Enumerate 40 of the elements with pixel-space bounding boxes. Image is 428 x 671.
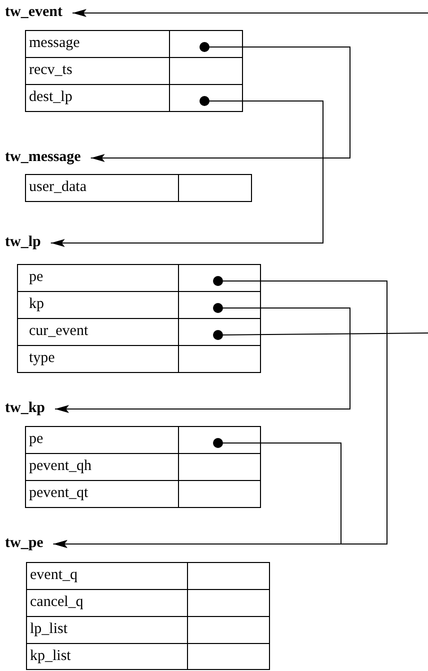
field-name: message (29, 35, 80, 51)
field-row (25, 57, 243, 85)
field-name: pevent_qt (29, 485, 88, 501)
struct-name: tw_message (5, 149, 81, 165)
field-name: kp_list (30, 648, 71, 664)
struct-name: tw_lp (5, 234, 41, 250)
struct-name: tw_event (5, 4, 62, 20)
pointer-arrow (50, 96, 324, 247)
field-row (17, 264, 261, 292)
field-row (25, 426, 261, 454)
field-row (17, 318, 261, 346)
field-row (26, 616, 270, 644)
field-name: pe (29, 431, 44, 447)
field-row (25, 174, 252, 202)
field-row (26, 643, 270, 670)
field-name: cur_event (29, 323, 88, 339)
field-row (26, 589, 270, 617)
field-name: recv_ts (29, 62, 72, 78)
field-name: pevent_qh (29, 458, 92, 474)
field-row (17, 345, 261, 373)
field-name: lp_list (30, 621, 68, 637)
pointer-arrow (52, 438, 342, 548)
field-row (25, 480, 261, 508)
field-row (26, 562, 270, 590)
field-name: kp (29, 296, 44, 312)
field-name: event_q (30, 567, 78, 583)
field-row (25, 453, 261, 481)
field-row (25, 84, 243, 112)
pointer-arrow (54, 303, 350, 413)
field-name: cancel_q (30, 594, 84, 610)
struct-name: tw_kp (5, 400, 46, 416)
field-name: dest_lp (29, 89, 72, 105)
field-row (25, 30, 243, 58)
field-name: pe (29, 269, 44, 285)
field-name: type (29, 350, 55, 366)
pointer-arrow (72, 9, 428, 17)
struct-name: tw_pe (5, 535, 44, 551)
pointer-arrow (90, 42, 350, 162)
field-row (17, 291, 261, 319)
field-name: user_data (29, 179, 86, 195)
